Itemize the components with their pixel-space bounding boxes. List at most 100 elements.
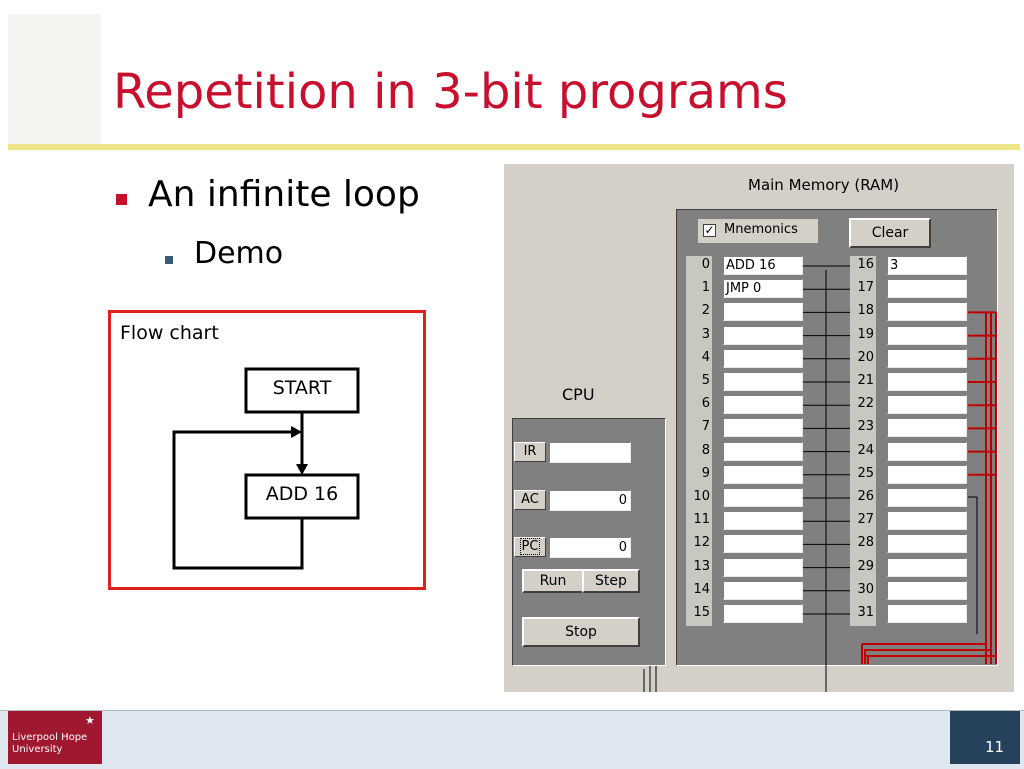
memory-address-21: 21 — [857, 373, 874, 388]
bullet-marker — [116, 194, 127, 205]
memory-cell-27[interactable] — [887, 511, 967, 531]
clear-button[interactable]: Clear — [849, 218, 931, 248]
title-side-band — [8, 14, 101, 146]
memory-cell-12[interactable] — [723, 534, 803, 554]
memory-cell-9[interactable] — [723, 464, 803, 484]
memory-address-31: 31 — [857, 605, 874, 620]
memory-address-6: 6 — [701, 396, 710, 412]
add16-label: ADD 16 — [265, 483, 339, 505]
memory-cell-7[interactable] — [723, 418, 803, 438]
memory-cell-0[interactable]: ADD 16 — [723, 256, 803, 275]
red-data-bus — [861, 311, 997, 664]
mnemonics-checkbox[interactable]: ✓ Mnemonics — [698, 219, 818, 243]
slide-title: Repetition in 3-bit programs — [113, 64, 788, 120]
memory-cell-23[interactable] — [887, 418, 967, 438]
flow-arrowhead-down — [296, 464, 308, 475]
ac-field[interactable]: 0 — [549, 490, 631, 511]
memory-cell-3[interactable] — [723, 325, 803, 345]
ir-button[interactable]: IR — [514, 442, 546, 462]
memory-cell-29[interactable] — [887, 557, 967, 577]
run-button[interactable]: Run — [522, 569, 584, 593]
memory-cell-14[interactable] — [723, 580, 803, 600]
memory-address-10: 10 — [693, 489, 710, 504]
footer-bar — [0, 710, 1024, 769]
flowchart-frame — [108, 310, 426, 590]
memory-title: Main Memory (RAM) — [748, 176, 900, 194]
step-button[interactable]: Step — [582, 569, 640, 593]
memory-address-1: 1 — [701, 280, 710, 296]
flowchart-caption: Flow chart — [120, 322, 219, 344]
memory-cell-25[interactable] — [887, 464, 967, 484]
memory-address-13: 13 — [693, 558, 710, 574]
memory-cell-22[interactable] — [887, 395, 967, 415]
university-logo — [8, 711, 102, 764]
memory-address-19: 19 — [857, 326, 874, 342]
memory-cell-4[interactable] — [723, 348, 803, 368]
memory-cell-1[interactable]: JMP 0 — [723, 279, 803, 299]
memory-cell-26[interactable] — [887, 488, 967, 507]
memory-address-26: 26 — [857, 489, 874, 504]
checkbox-check-icon: ✓ — [703, 223, 716, 237]
logo-line-1: Liverpool Hope — [12, 732, 88, 743]
mnemonics-label: Mnemonics — [724, 222, 798, 237]
memory-cell-8[interactable] — [723, 441, 803, 461]
right-address-stubs — [826, 265, 850, 615]
stop-button[interactable]: Stop — [522, 617, 640, 647]
memory-address-2: 2 — [701, 303, 710, 319]
page-number: 11 — [985, 738, 1005, 756]
memory-address-20: 20 — [857, 349, 874, 365]
memory-cell-20[interactable] — [887, 348, 967, 368]
memory-address-18: 18 — [857, 303, 874, 319]
pc-button-label: PC — [519, 538, 541, 555]
memory-cell-5[interactable] — [723, 372, 803, 391]
memory-cell-19[interactable] — [887, 325, 967, 345]
memory-cell-6[interactable] — [723, 395, 803, 415]
memory-cell-16[interactable]: 3 — [887, 256, 967, 275]
ac-button[interactable]: AC — [514, 490, 546, 510]
memory-address-3: 3 — [701, 326, 710, 342]
memory-cell-13[interactable] — [723, 557, 803, 577]
memory-address-22: 22 — [857, 396, 874, 412]
memory-cell-24[interactable] — [887, 441, 967, 461]
memory-cell-10[interactable] — [723, 488, 803, 507]
memory-address-24: 24 — [857, 442, 874, 458]
memory-address-28: 28 — [857, 535, 874, 551]
memory-address-14: 14 — [693, 581, 710, 597]
simulator-window: Main Memory (RAM) ✓ Mnemonics Clear 0 ADD… — [504, 164, 1014, 692]
memory-address-8: 8 — [701, 442, 710, 458]
memory-cell-30[interactable] — [887, 580, 967, 600]
address-column-right — [850, 256, 876, 626]
sub-bullet-marker — [165, 256, 173, 264]
memory-cell-15[interactable] — [723, 604, 803, 623]
memory-address-9: 9 — [701, 465, 710, 481]
memory-cell-2[interactable] — [723, 302, 803, 322]
memory-address-7: 7 — [701, 419, 710, 435]
memory-address-27: 27 — [857, 512, 874, 528]
address-column-left — [686, 256, 712, 626]
memory-cell-21[interactable] — [887, 372, 967, 391]
memory-address-16: 16 — [857, 257, 874, 272]
loop-back-line — [172, 430, 304, 570]
start-box — [244, 367, 360, 414]
left-address-stubs — [803, 265, 826, 615]
memory-address-29: 29 — [857, 558, 874, 574]
memory-cell-17[interactable] — [887, 279, 967, 299]
memory-cell-28[interactable] — [887, 534, 967, 554]
star-icon: ★ — [85, 714, 95, 727]
memory-address-25: 25 — [857, 465, 874, 481]
title-underline — [8, 144, 1020, 150]
memory-cell-18[interactable] — [887, 302, 967, 322]
memory-address-30: 30 — [857, 581, 874, 597]
loop-arrowhead — [291, 426, 302, 438]
memory-cell-11[interactable] — [723, 511, 803, 531]
sub-bullet-text: Demo — [194, 236, 284, 271]
memory-address-17: 17 — [857, 280, 874, 296]
pc-button[interactable]: PC — [514, 537, 546, 557]
start-label: START — [272, 377, 332, 399]
memory-cell-31[interactable] — [887, 604, 967, 623]
memory-address-23: 23 — [857, 419, 874, 435]
ir-field[interactable] — [549, 442, 631, 463]
pc-field[interactable]: 0 — [549, 537, 631, 558]
memory-address-0: 0 — [701, 257, 710, 272]
logo-line-2: University — [12, 744, 63, 755]
